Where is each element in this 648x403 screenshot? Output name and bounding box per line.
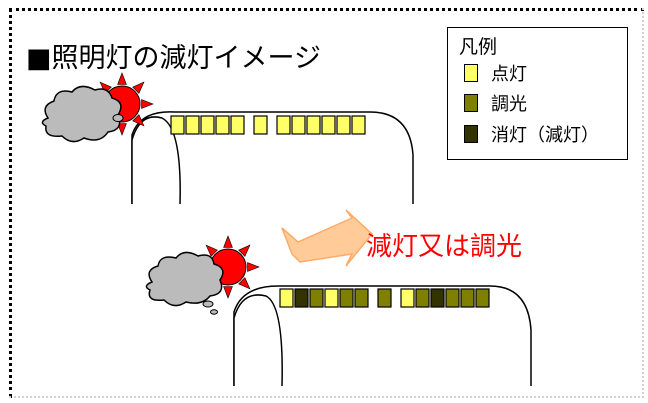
legend-item-dim: 調光	[464, 90, 527, 116]
tunnel-body-before	[131, 111, 414, 204]
swatch-dim	[464, 94, 478, 112]
light-dim	[309, 288, 324, 308]
legend-item-on: 点灯	[464, 60, 527, 86]
light-on	[279, 288, 294, 308]
light-on	[185, 115, 200, 135]
light-on	[170, 115, 185, 135]
dotted-frame	[9, 8, 644, 398]
tunnel-portal-before	[131, 116, 181, 205]
light-on	[321, 115, 336, 135]
sun-ray	[205, 244, 218, 257]
light-on	[215, 115, 230, 135]
legend-title: 凡例	[459, 36, 498, 58]
light-dim	[377, 288, 392, 308]
light-on	[200, 115, 215, 135]
swatch-on	[464, 64, 478, 82]
light-row-after	[279, 288, 490, 308]
light-on	[324, 288, 339, 308]
legend-label-dim: 調光	[491, 94, 527, 115]
sun-ray	[117, 72, 127, 85]
tunnel-after	[233, 285, 532, 387]
cloud-icon	[41, 85, 124, 143]
light-dim	[460, 288, 475, 308]
tunnel-body-after	[233, 285, 532, 386]
swatch-off	[464, 125, 478, 143]
sun-ray	[247, 262, 260, 272]
cloud-icon	[145, 251, 224, 315]
light-on	[291, 115, 306, 135]
light-on	[230, 115, 245, 135]
sun-ray	[99, 81, 112, 94]
dotted-frame-edge	[9, 8, 644, 398]
light-on	[306, 115, 321, 135]
arrow-icon	[281, 209, 374, 267]
sun-ray	[238, 277, 251, 290]
light-on	[351, 115, 366, 135]
sun-ray	[223, 286, 233, 299]
light-on	[276, 115, 291, 135]
light-on	[336, 115, 351, 135]
light-off	[294, 288, 309, 308]
sun-ray	[141, 99, 154, 109]
sun-ray	[132, 114, 145, 127]
light-row-before	[170, 115, 366, 135]
light-dim	[445, 288, 460, 308]
light-dim	[354, 288, 369, 308]
sun-ray	[238, 244, 251, 257]
tunnel-before	[131, 111, 414, 205]
light-on	[253, 115, 268, 135]
legend-label-off: 消灯（減灯）	[491, 125, 599, 146]
light-dim	[415, 288, 430, 308]
action-label: 減灯又は調光	[366, 232, 523, 262]
diagram-title: ■照明灯の減灯イメージ	[26, 43, 321, 74]
light-dim	[475, 288, 490, 308]
sun-ray	[117, 123, 127, 136]
sun-ray	[132, 81, 145, 94]
light-dim	[339, 288, 354, 308]
legend-item-off: 消灯（減灯）	[464, 121, 599, 147]
legend: 凡例 点灯 調光 消灯（減灯）	[447, 27, 628, 160]
light-off	[430, 288, 445, 308]
tunnel-portal-after	[233, 294, 283, 387]
legend-label-on: 点灯	[491, 64, 527, 85]
sun-ray	[223, 235, 233, 248]
light-on	[400, 288, 415, 308]
